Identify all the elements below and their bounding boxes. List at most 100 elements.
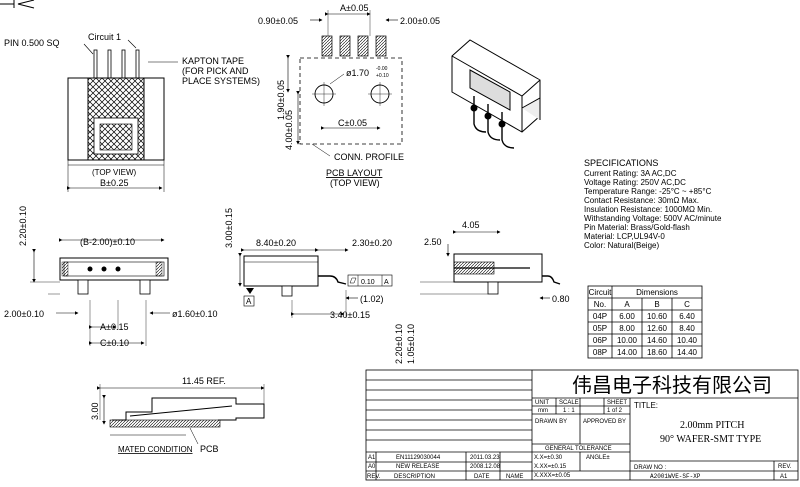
table-header-dims: Dimensions [636, 288, 678, 297]
side-dim-102: (1.02) [360, 294, 384, 304]
specifications: SPECIFICATIONS Current Rating: 3A AC,DC … [584, 158, 722, 250]
mated-dim-300: 3.00 [90, 402, 100, 420]
sheet-label: SHEET [607, 400, 627, 406]
title-block [365, 369, 799, 481]
dimension-table-text: Circuit No. Dimensions A B C 04P 6.00 10… [589, 288, 698, 357]
title-line-2: 90° WAFER-SMT TYPE [660, 434, 761, 445]
pcb-layout-subtitle: (TOP VIEW) [330, 178, 380, 188]
table-cell: 8.00 [619, 324, 635, 333]
kapton-line-2: (FOR PICK AND [182, 66, 249, 76]
rev-value: A1 [780, 474, 788, 480]
table-cell: 14.00 [617, 348, 638, 357]
front-dim-200: 2.00±0.10 [4, 309, 44, 319]
pin-label: PIN 0.500 SQ [4, 38, 60, 48]
table-header-c: C [684, 300, 690, 309]
corner-mark [0, 0, 35, 9]
side-dim-340: 3.40±0.15 [330, 310, 370, 320]
revision-desc: NEW RELEASE [396, 464, 439, 470]
section-dim-405: 4.05 [462, 220, 480, 230]
general-tolerance-label: GENERAL TOLERANCE [545, 446, 612, 452]
front-dim-c: C±0.10 [100, 338, 129, 348]
pcb-hole-tol-lower: +0.10 [376, 73, 389, 79]
unit-value: mm [538, 408, 548, 414]
mated-dim-ref: 11.45 REF. [182, 376, 226, 386]
approved-by-label: APPROVED BY [583, 419, 626, 425]
table-cell: 04P [593, 312, 607, 321]
tol-x: X.X=±0.30 [534, 455, 563, 461]
side-flatness: 0.10 [361, 279, 375, 286]
name-col-header: NAME [506, 474, 523, 480]
pcb-pitch-right: 2.00±0.05 [400, 16, 440, 26]
dimension-table [587, 285, 703, 359]
front-dim-hole: ø1.60±0.10 [172, 309, 217, 319]
pcb-dim-400: 4.00±0.05 [284, 110, 294, 150]
table-header-circuit: Circuit [589, 288, 612, 297]
spec-heading: SPECIFICATIONS [584, 158, 658, 168]
scale-label: SCALE [559, 400, 579, 406]
table-cell: 10.60 [647, 312, 668, 321]
top-view-label: (TOP VIEW) [92, 168, 136, 177]
spec-line: Pin Material: Brass/Gold-flash [584, 223, 690, 232]
table-header-no: No. [594, 300, 606, 309]
revision-date: 2011.03.23 [470, 455, 500, 461]
angle-label: ANGLE± [586, 455, 610, 461]
side-view: 3.00±0.15 8.40±0.20 2.30±0.20 A 0.10 A (… [224, 208, 393, 320]
sheet-value: 1 of 2 [607, 408, 623, 414]
side-dim-840: 8.40±0.20 [256, 238, 296, 248]
scale-value: 1 : 1 [563, 408, 575, 414]
section-dim-080: 0.80 [552, 294, 570, 304]
table-cell: 14.60 [647, 336, 668, 345]
tol-xxx: X.XXX=±0.05 [534, 473, 571, 479]
spec-line: Color: Natural(Beige) [584, 241, 659, 250]
title-line-1: 2.00mm PITCH [680, 420, 744, 431]
dim-b: B±0.25 [100, 178, 128, 188]
mated-view: 11.45 REF. 3.00 MATED CONDITION PCB [90, 376, 265, 454]
conn-profile [299, 57, 403, 145]
table-header-a: A [624, 300, 630, 309]
pcb-hole: ø1.70 [346, 68, 369, 78]
side-datum: A [246, 297, 252, 306]
table-cell: 8.40 [679, 324, 695, 333]
side-dim-230: 2.30±0.20 [352, 238, 392, 248]
front-view: 2.20±0.10 (B-2.00)±0.10 2.00±0.10 ø1.60±… [4, 206, 217, 348]
table-cell: 18.60 [647, 348, 668, 357]
pcb-dim-190: 1.90±0.05 [276, 80, 286, 120]
spec-line: Material: LCP,UL94V-0 [584, 232, 665, 241]
spec-line: Insulation Resistance: 1000MΩ Min. [584, 205, 712, 214]
table-header-b: B [654, 300, 659, 309]
front-dim-b-minus: (B-2.00)±0.10 [80, 237, 135, 247]
drawing-no-label: DRAW NO : [634, 465, 666, 471]
front-dim-a: A±0.15 [100, 322, 128, 332]
revision-rev: A1 [368, 455, 376, 461]
pcb-dim-c: C±0.05 [338, 118, 367, 128]
conn-profile-label: CONN. PROFILE [334, 152, 404, 162]
title-block-text: 伟昌电子科技有限公司 UNIT SCALE SHEET mm 1 : 1 1 o… [367, 374, 792, 480]
revision-date: 2008.12.08 [470, 464, 501, 470]
date-col-header: DATE [474, 474, 490, 480]
section-dim-105: 1.05±0.10 [406, 324, 416, 364]
pcb-hole-tol-upper: -0.00 [376, 66, 388, 72]
spec-line: Contact Resistance: 30mΩ Max. [584, 196, 699, 205]
isometric-view [451, 39, 541, 149]
section-dim-250: 2.50 [424, 237, 442, 247]
desc-col-header: DESCRIPTION [394, 474, 435, 480]
section-view: 4.05 2.50 0.80 2.20±0.10 1.05±0.10 [394, 220, 570, 364]
drawing-no: A2001WVE-SF-XP [650, 473, 701, 480]
company-name: 伟昌电子科技有限公司 [572, 374, 772, 397]
drawn-by-label: DRAWN BY [535, 419, 567, 425]
table-cell: 14.40 [677, 348, 698, 357]
front-dim-220: 2.20±0.10 [18, 206, 28, 246]
mated-pcb-label: PCB [200, 444, 219, 454]
spec-line: Current Rating: 3A AC,DC [584, 169, 677, 178]
spec-line: Withstanding Voltage: 500V AC/minute [584, 214, 722, 223]
side-dim-300: 3.00±0.15 [224, 208, 234, 248]
pcb-pitch-left: 0.90±0.05 [258, 16, 298, 26]
unit-label: UNIT [535, 400, 549, 406]
circuit-label: Circuit 1 [88, 32, 121, 42]
table-cell: 05P [593, 324, 607, 333]
kapton-line-3: PLACE SYSTEMS) [182, 76, 260, 86]
pcb-layout-title: PCB LAYOUT [326, 168, 383, 178]
rev-label: REV. [778, 464, 792, 470]
table-cell: 6.00 [619, 312, 635, 321]
